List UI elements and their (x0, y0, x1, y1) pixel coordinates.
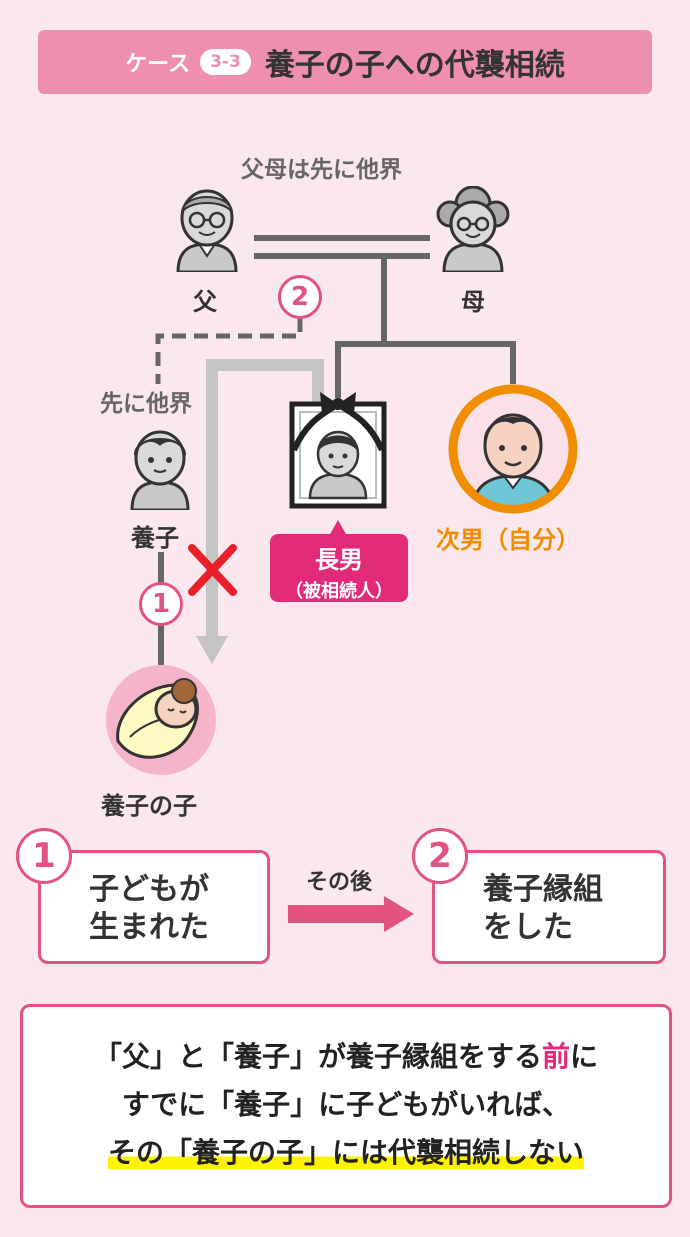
case-number-badge: 3-3 (200, 49, 251, 75)
adoption-dashed-line (155, 296, 303, 384)
conclusion-line3-wrap: その「養子の子」には代襲相続しない (23, 1129, 669, 1177)
memorial-portrait-icon (289, 392, 387, 509)
case-label: ケース (125, 52, 191, 77)
birth-step-badge: 1 (139, 582, 183, 626)
mother-label: 母 (461, 288, 485, 316)
step2-box: 養子縁組 をした (432, 850, 666, 964)
decedent-tag: 長男 （被相続人） (270, 534, 408, 602)
adopted-label: 養子 (131, 524, 179, 552)
grandchild-label: 養子の子 (101, 792, 197, 820)
adoption-step-badge: 2 (278, 275, 322, 319)
arrow-label: その後 (306, 870, 373, 895)
adopted-note: 先に他界 (100, 391, 192, 417)
conclusion-line2: すでに「養子」に子どもがいれば、 (121, 1088, 571, 1121)
step1-box: 子どもが 生まれた (38, 850, 270, 964)
step1-line1: 子どもが (89, 872, 209, 907)
conclusion-line1: 「父」と「養子」が養子縁組をする前に (23, 1033, 669, 1081)
header-banner: ケース 3-3 養子の子への代襲相続 (38, 30, 652, 94)
decedent-tag-pointer (329, 520, 347, 536)
step1-line2: 生まれた (89, 910, 209, 945)
conclusion-line3: その「養子の子」には代襲相続しない (107, 1136, 584, 1169)
step2-line1: 養子縁組 (483, 872, 603, 907)
timeline-arrow-icon (288, 896, 414, 932)
eldest-label: 長男 (315, 546, 363, 574)
mother-avatar-icon (436, 186, 510, 272)
adopted-child-avatar-icon (130, 430, 190, 510)
father-avatar-icon (176, 189, 238, 272)
father-label: 父 (193, 288, 217, 316)
step2-line2: をした (483, 910, 573, 945)
baby-avatar-icon (106, 665, 216, 775)
conclusion-before-emphasis: 前 (541, 1040, 570, 1073)
inheritance-arrow-head (196, 636, 228, 664)
page-title: 養子の子への代襲相続 (264, 48, 565, 83)
x-mark-b (188, 544, 237, 596)
parents-note: 父母は先に他界 (241, 157, 402, 183)
conclusion-line1-c: に (570, 1040, 599, 1073)
second-son-avatar-icon (448, 384, 578, 514)
second-son-label: 次男（自分） (436, 526, 580, 554)
eldest-sub-label: （被相続人） (285, 581, 393, 602)
step2-number: 2 (412, 828, 468, 884)
inheritance-arrow-shaft (206, 359, 324, 640)
conclusion-box: 「父」と「養子」が養子縁組をする前に すでに「養子」に子どもがいれば、 その「養… (20, 1004, 672, 1208)
step1-number: 1 (16, 828, 72, 884)
conclusion-line1-a: 「父」と「養子」が養子縁組をする (93, 1040, 542, 1073)
